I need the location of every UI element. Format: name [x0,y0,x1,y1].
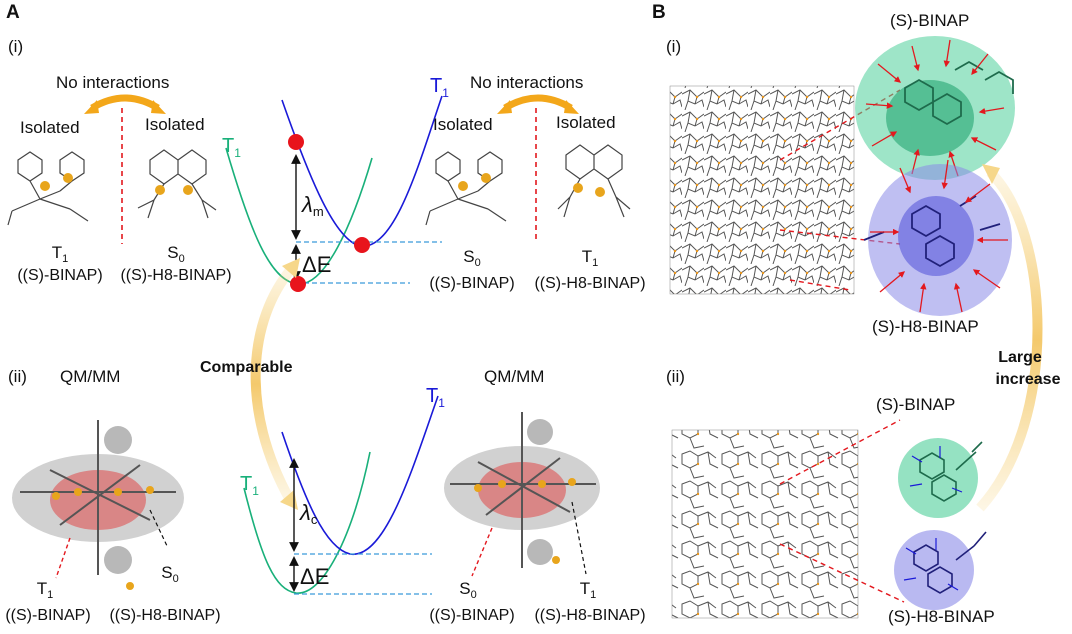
b-ii-top-label: (S)-BINAP [876,395,955,414]
a-i-point-bottom [290,276,306,292]
a-i-left-molecule-2 [137,149,217,219]
svg-text:((S)-BINAP): ((S)-BINAP) [429,275,514,292]
b-i-amorphous-cell [669,85,855,295]
a-ii-left-label-2: S0 ((S)-H8-BINAP) [109,563,220,624]
a-i-right-exchange-arrow [503,94,573,112]
comparable-arrow [250,264,296,503]
a-i-left-iso-right: Isolated [145,115,205,134]
a-ii-left-label-1: T1 ((S)-BINAP) [5,579,90,624]
a-i-lambda-label: λm [301,192,324,219]
panel-b-ii-numeral: (ii) [666,367,685,386]
panel-a-letter: A [6,2,20,23]
b-i-top-label: (S)-BINAP [890,11,969,30]
a-i-point-top [288,134,304,150]
a-i-left-arrowhead-left [84,100,99,114]
a-i-right-molecule-2 [557,144,631,218]
a-i-right-label-2: T1 ((S)-H8-BINAP) [534,247,645,292]
a-i-right-arrowhead-left [497,100,512,114]
a-i-right-arrowhead-right [564,100,579,114]
a-ii-right-qmmm-cluster [444,412,600,577]
svg-text:((S)-BINAP): ((S)-BINAP) [5,607,90,624]
a-i-left-label-2: S0 ((S)-H8-BINAP) [120,243,231,284]
panel-a-ii-numeral: (ii) [8,367,27,386]
a-i-right-iso-left: Isolated [433,115,493,134]
a-ii-right-label-2: T1 ((S)-H8-BINAP) [534,579,645,624]
a-ii-blue-curve [281,395,439,555]
b-ii-blue-environment [894,530,987,610]
comparable-label: Comparable [200,359,293,376]
a-i-right-iso-right: Isolated [556,113,616,132]
a-i-potential-plot: T1 T1 λm ΔE [222,75,449,292]
svg-text:S0: S0 [459,579,476,601]
b-ii-green-environment [898,438,983,518]
a-ii-blue-label: T1 [426,385,445,410]
panel-a-i-numeral: (i) [8,37,23,56]
large-increase-line2: increase [996,371,1061,388]
svg-text:((S)-BINAP): ((S)-BINAP) [429,607,514,624]
b-ii-bottom-label: (S)-H8-BINAP [888,607,995,626]
a-i-left-label-1: T1 ((S)-BINAP) [17,243,102,284]
a-i-left-exchange-arrow [90,94,160,112]
a-i-left-arrowhead-right [151,100,166,114]
a-i-green-label: T1 [222,135,241,160]
a-i-left-header: No interactions [56,73,169,92]
large-increase-arrowhead [982,164,1000,184]
a-i-right-molecule-1 [425,151,507,226]
svg-text:T1: T1 [37,579,54,601]
a-ii-lambda-label: λc [299,500,318,527]
a-ii-left-header: QM/MM [60,367,120,386]
b-ii-zoom-line-top [779,419,901,485]
a-i-green-curve [225,147,373,285]
panel-b-i-numeral: (i) [666,37,681,56]
large-increase-line1: Large [998,349,1042,366]
b-i-blue-environment [863,159,1012,316]
svg-text:((S)-H8-BINAP): ((S)-H8-BINAP) [109,607,220,624]
a-ii-delta-label: ΔE [300,564,329,589]
a-ii-potential-plot: T1 T1 λc ΔE [240,385,445,595]
a-ii-left-qmmm-cluster [12,420,184,590]
a-i-delta-label: ΔE [302,252,331,277]
svg-text:((S)-H8-BINAP): ((S)-H8-BINAP) [534,607,645,624]
a-i-left-iso-left: Isolated [20,118,80,137]
b-ii-zoom-line-bottom [779,543,905,603]
svg-text:S0: S0 [167,243,184,265]
a-ii-right-label-1: S0 ((S)-BINAP) [429,579,514,624]
svg-text:T1: T1 [52,243,69,265]
svg-text:((S)-BINAP): ((S)-BINAP) [17,267,102,284]
a-i-blue-label: T1 [430,75,449,100]
panel-b-letter: B [652,2,666,23]
a-i-blue-curve [281,95,443,247]
a-i-right-header: No interactions [470,73,583,92]
a-ii-right-header: QM/MM [484,367,544,386]
a-i-left-molecule-1 [7,151,89,226]
b-i-bottom-label: (S)-H8-BINAP [872,317,979,336]
comparable-arrowhead-top [282,258,300,278]
a-i-point-min [354,237,370,253]
svg-text:T1: T1 [582,247,599,269]
b-ii-crystal-cell [671,429,859,619]
svg-text:S0: S0 [463,247,480,269]
a-i-right-label-1: S0 ((S)-BINAP) [429,247,514,292]
a-ii-green-label: T1 [240,473,259,498]
b-i-zoom-line-foot [789,279,851,291]
b-i-green-environment [855,36,1015,180]
svg-text:((S)-H8-BINAP): ((S)-H8-BINAP) [534,275,645,292]
svg-text:S0: S0 [161,563,178,585]
a-ii-green-curve [243,451,371,594]
svg-text:((S)-H8-BINAP): ((S)-H8-BINAP) [120,267,231,284]
svg-text:T1: T1 [580,579,597,601]
large-increase-arrow [976,168,1043,512]
